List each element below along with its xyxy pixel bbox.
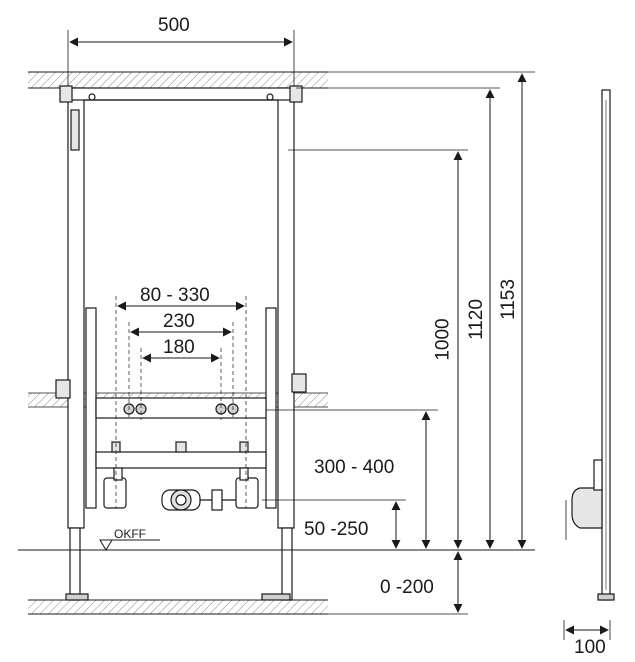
finished-floor-line bbox=[18, 539, 535, 551]
centre-lines bbox=[115, 296, 247, 508]
dim-height-frame: 1120 bbox=[465, 299, 487, 340]
dim-supply-height: 300 - 400 bbox=[314, 457, 395, 478]
side-view bbox=[565, 89, 615, 601]
extension-lines bbox=[67, 30, 611, 640]
dim-drain-height: 50 -250 bbox=[304, 519, 369, 540]
dim-frame-width: 500 bbox=[158, 15, 190, 36]
floor-marker-label: OKFF bbox=[114, 527, 146, 541]
ceiling-wall-hatch bbox=[28, 71, 328, 89]
dim-spacing-outer: 80 - 330 bbox=[140, 285, 210, 306]
dim-height-top-bracket: 1000 bbox=[432, 318, 454, 361]
dim-spacing-inner: 180 bbox=[163, 337, 195, 358]
dim-spacing-mid: 230 bbox=[163, 311, 195, 332]
dim-foot-extension: 0 -200 bbox=[380, 577, 434, 598]
dim-depth: 100 bbox=[574, 637, 606, 658]
floor-hatch bbox=[28, 599, 328, 615]
dim-height-overall: 1153 bbox=[497, 279, 519, 320]
dimension-arrows bbox=[69, 37, 609, 635]
drain-assembly bbox=[103, 467, 259, 511]
